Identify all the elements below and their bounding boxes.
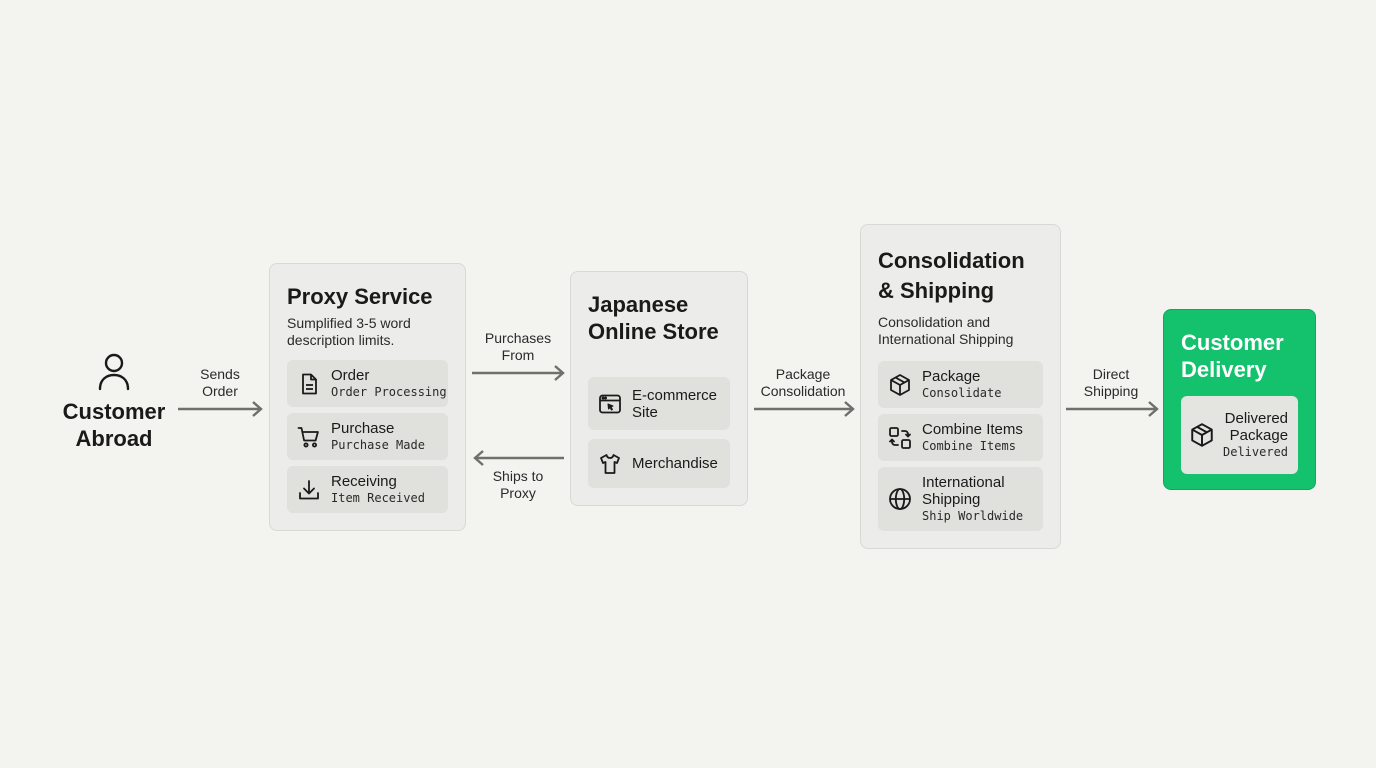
connector-label-direct-shipping: Direct Shipping <box>1083 366 1139 399</box>
connector-label-package-consolidation: Package Consolidation <box>760 366 846 399</box>
connector-label-purchases-from: Purchases From <box>484 330 552 363</box>
item-label: Purchase <box>331 420 395 437</box>
connector-label-sends-order: Sends Order <box>200 366 240 399</box>
customer-delivery-title: Customer Delivery <box>1181 330 1284 382</box>
customer-label: Customer Abroad <box>62 399 166 451</box>
consolidation-shipping-panel: Consolidation & Shipping Consolidation a… <box>860 224 1061 549</box>
store-item-merchandise: Merchandise <box>588 439 730 488</box>
person-icon <box>98 353 130 391</box>
item-sublabel: Consolidate <box>922 386 1002 400</box>
delivered-package-card: Delivered Package Delivered <box>1181 396 1298 474</box>
proxy-item-purchase: Purchase Purchase Made <box>287 413 448 460</box>
delivered-package-text: Delivered Package Delivered <box>1223 409 1289 459</box>
box-icon <box>1189 422 1215 448</box>
consolidation-item-package: Package Consolidate <box>878 361 1043 408</box>
item-sublabel: Order Processing <box>331 385 447 399</box>
item-sublabel: Purchase Made <box>331 438 425 452</box>
document-icon <box>297 372 321 396</box>
item-sublabel: Ship Worldwide <box>922 509 1024 523</box>
arrow-direct-shipping <box>1066 400 1160 418</box>
combine-icon <box>888 426 912 450</box>
arrow-sends-order <box>178 400 264 418</box>
item-label: E-commerce Site <box>632 386 718 421</box>
box-icon <box>888 373 912 397</box>
proxy-item-receiving: Receiving Item Received <box>287 466 448 513</box>
store-item-ecommerce-site: E-commerce Site <box>588 377 730 430</box>
item-label: Merchandise <box>632 455 718 472</box>
proxy-service-panel: Proxy Service Sumplified 3-5 word descri… <box>269 263 466 531</box>
consolidation-item-international-shipping: International Shipping Ship Worldwide <box>878 467 1043 531</box>
browser-icon <box>598 392 622 416</box>
item-sublabel: Combine Items <box>922 439 1016 453</box>
japanese-online-store-title: Japanese Online Store <box>588 292 719 344</box>
arrow-purchases-from <box>472 364 566 382</box>
proxy-item-order: Order Order Processing <box>287 360 448 407</box>
item-label: Combine Items <box>922 421 1023 438</box>
globe-icon <box>888 487 912 511</box>
item-label: International Shipping <box>922 474 1005 508</box>
proxy-service-description: Sumplified 3-5 word description limits. <box>287 315 411 348</box>
consolidation-shipping-description: Consolidation and International Shipping <box>878 314 1014 347</box>
consolidation-shipping-title: Consolidation & Shipping <box>878 248 1025 303</box>
item-label: Order <box>331 367 370 384</box>
tshirt-icon <box>598 452 622 476</box>
cart-icon <box>297 425 321 449</box>
item-label: Package <box>922 368 981 385</box>
download-icon <box>297 478 321 502</box>
customer-delivery-panel: Customer Delivery Delivered Package Deli… <box>1163 309 1316 490</box>
item-sublabel: Item Received <box>331 491 425 505</box>
proxy-service-title: Proxy Service <box>287 284 433 309</box>
consolidation-item-combine-items: Combine Items Combine Items <box>878 414 1043 461</box>
connector-label-ships-to-proxy: Ships to Proxy <box>492 468 544 501</box>
arrow-ships-to-proxy <box>472 449 566 467</box>
customer-abroad-node: Customer Abroad <box>52 352 176 452</box>
item-label: Receiving <box>331 473 397 490</box>
arrow-package-consolidation <box>754 400 856 418</box>
japanese-online-store-panel: Japanese Online Store E-commerce Site <box>570 271 748 506</box>
